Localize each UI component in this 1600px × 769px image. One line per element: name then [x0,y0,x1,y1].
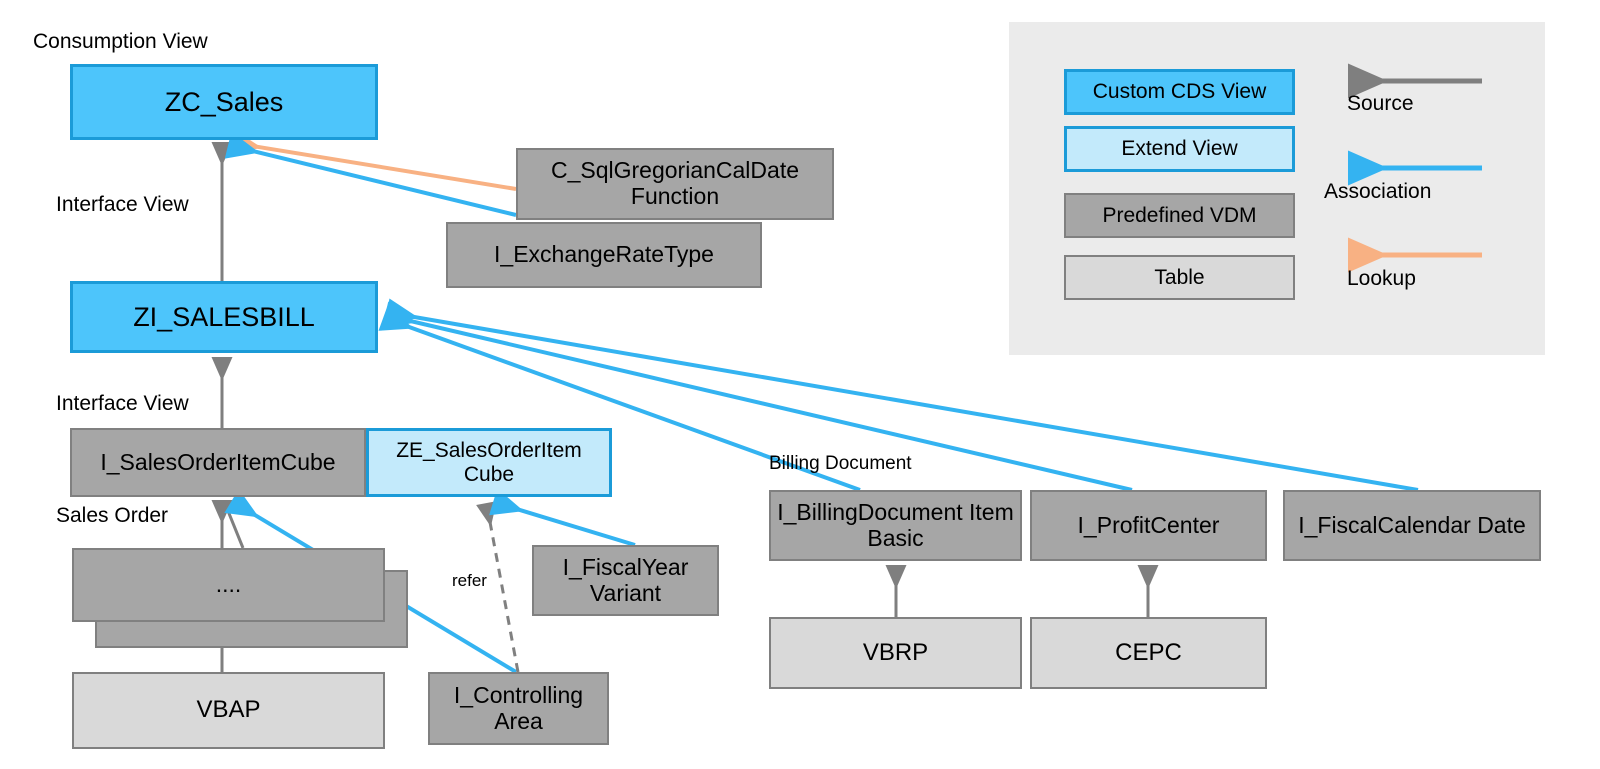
node-i-controllingarea[interactable]: I_Controlling Area [428,672,609,745]
node-i-salesorderitemcube[interactable]: I_SalesOrderItemCube [70,428,366,497]
label-consumption-view: Consumption View [33,30,208,53]
node-zi-salesbill[interactable]: ZI_SALESBILL [70,281,378,353]
node-ze-salesorderitemcube[interactable]: ZE_SalesOrderItem Cube [366,428,612,497]
edge-association-i-exchangeratetype-to-zc-sales [224,131,517,217]
node-i-profitcenter[interactable]: I_ProfitCenter [1030,490,1267,561]
legend-swatch-custom-cds-view[interactable]: Custom CDS View [1064,69,1295,115]
node-label: ZI_SALESBILL [133,301,315,332]
node-i-fiscalcalendardate[interactable]: I_FiscalCalendar Date [1283,490,1541,561]
label-interface-view-top: Interface View [56,193,189,216]
label-refer: refer [452,571,487,590]
node-label: C_SqlGregorianCalDate Function [550,157,799,209]
node-i-billingdocumentitembasic[interactable]: I_BillingDocument Item Basic [769,490,1022,561]
node-vbap[interactable]: VBAP [72,672,385,749]
legend-label-lookup: Lookup [1347,267,1416,290]
node-label: I_Controlling Area [453,681,584,734]
node-sales-order-stack-front[interactable]: .... [72,548,385,622]
legend-swatch-extend-view[interactable]: Extend View [1064,126,1295,172]
edge-source-stack-leg-right [224,505,245,549]
label-sales-order: Sales Order [56,504,169,527]
node-label: CEPC [1115,638,1182,666]
node-label: I_FiscalCalendar Date [1298,511,1526,538]
node-label: ZE_SalesOrderItem Cube [396,438,582,486]
node-label: I_ProfitCenter [1077,511,1220,538]
node-label: VBAP [196,696,261,724]
node-cepc[interactable]: CEPC [1030,617,1267,689]
node-label: VBRP [862,638,929,666]
legend-swatch-label: Predefined VDM [1102,203,1257,227]
label-billing-document: Billing Document [769,453,912,474]
node-c-sqlgregoriancaldatefunction[interactable]: C_SqlGregorianCalDate Function [516,148,834,220]
label-interface-view-bottom: Interface View [56,392,189,415]
edge-refer-i-controllingarea-to-ze-salesorderitemcube [476,501,520,673]
node-label: I_BillingDocument Item Basic [777,498,1014,551]
edge-association-i-fiscalyearvariant-to-ze-salesorderitemcube [489,488,636,547]
node-label: I_ExchangeRateType [494,241,714,268]
legend-swatch-label: Extend View [1121,137,1238,160]
legend-swatch-label: Custom CDS View [1092,80,1267,103]
node-label: ZC_Sales [164,86,284,117]
node-i-fiscalyearvariant[interactable]: I_FiscalYear Variant [532,545,719,616]
node-label: I_SalesOrderItemCube [100,448,336,475]
node-zc-sales[interactable]: ZC_Sales [70,64,378,140]
legend-label-source: Source [1347,92,1414,115]
node-label: .... [215,571,242,598]
edge-lookup-c-sqlgregorian-to-zc-sales [227,128,517,191]
node-vbrp[interactable]: VBRP [769,617,1022,689]
legend-swatch-predefined-vdm[interactable]: Predefined VDM [1064,193,1295,238]
node-i-exchangeratetype[interactable]: I_ExchangeRateType [446,222,762,288]
legend-swatch-table[interactable]: Table [1064,255,1295,300]
node-label: I_FiscalYear Variant [562,553,689,606]
legend-swatch-label: Table [1154,265,1205,289]
legend-label-association: Association [1324,180,1432,203]
